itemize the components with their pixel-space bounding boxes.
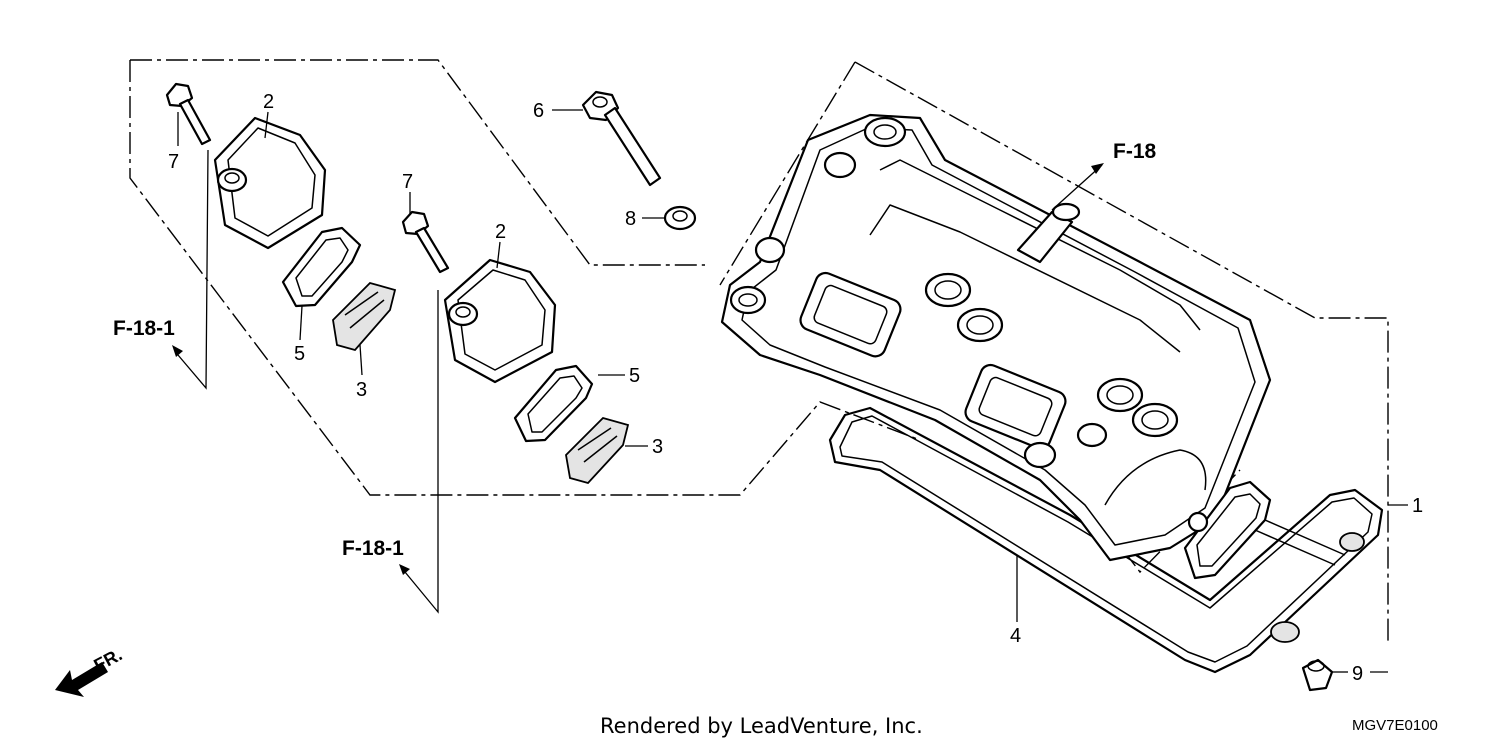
- callout-6: 6: [533, 100, 544, 122]
- callout-3-upper: 3: [356, 379, 367, 401]
- reference-arrows: [172, 163, 1104, 575]
- callout-3-lower: 3: [652, 436, 663, 458]
- arrow-f18-1-bottom: [399, 564, 410, 575]
- reference-f18-1-left: F-18-1: [113, 317, 175, 340]
- arrow-f18: [1091, 163, 1104, 174]
- callout-2-upper: 2: [263, 91, 274, 113]
- arrow-f18-1-left: [172, 345, 183, 357]
- callout-numbers: 1 2 2 3 3 4 5 5 6 7 7 8 9: [168, 91, 1423, 685]
- cover-grommet: [1301, 658, 1334, 692]
- reed-valve-cover-upper: [213, 116, 327, 250]
- reed-valve-bolt-lower: [401, 210, 450, 274]
- cover-bolt: [581, 90, 662, 187]
- cylinder-head-cover: [720, 113, 1272, 562]
- reed-plate-lower: [565, 416, 630, 485]
- breather-seal: [1183, 480, 1365, 643]
- reference-labels: F-18 F-18-1 F-18-1: [113, 140, 1157, 560]
- callout-7-upper: 7: [168, 151, 179, 173]
- callout-9: 9: [1352, 663, 1363, 685]
- callout-5-upper: 5: [294, 343, 305, 365]
- reed-valve-bolt-upper: [165, 82, 212, 146]
- front-direction-arrow-icon: FR.: [55, 644, 125, 697]
- callout-1: 1: [1412, 495, 1423, 517]
- callout-8: 8: [625, 208, 636, 230]
- callout-4: 4: [1010, 625, 1021, 647]
- reference-f18: F-18: [1113, 140, 1157, 163]
- callout-5-lower: 5: [629, 365, 640, 387]
- reed-valve-cover-lower: [443, 258, 557, 384]
- reed-valve-lower: [513, 364, 594, 443]
- leader-lines: [177, 109, 1408, 673]
- callout-7-lower: 7: [402, 171, 413, 193]
- cylinder-head-cover-gasket: [828, 406, 1384, 674]
- reed-plate-upper: [332, 281, 397, 352]
- render-credit: Rendered by LeadVenture, Inc.: [600, 714, 923, 738]
- cover-washer: [663, 205, 697, 231]
- diagram-code: MGV7E0100: [1352, 717, 1438, 734]
- reed-valve-upper: [281, 226, 362, 308]
- callout-2-lower: 2: [495, 221, 506, 243]
- reference-f18-1-bottom: F-18-1: [342, 537, 404, 560]
